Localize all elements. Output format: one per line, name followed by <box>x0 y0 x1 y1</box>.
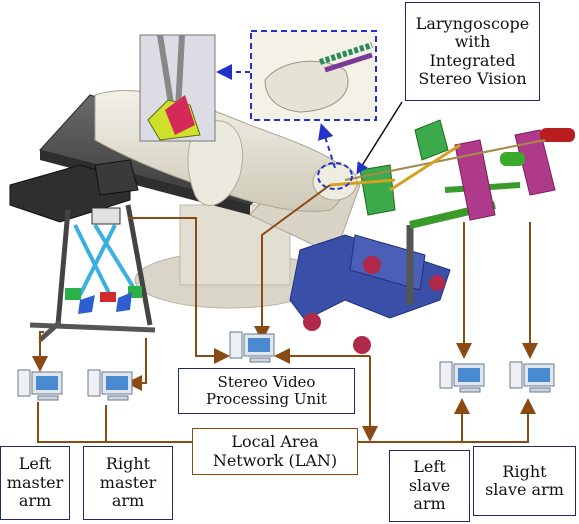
laryngoscope-label: Laryngoscope with Integrated Stereo Visi… <box>405 2 540 101</box>
lan-label: Local Area Network (LAN) <box>192 428 358 475</box>
computer-icon <box>87 369 133 401</box>
slave-robot <box>289 119 575 354</box>
right-master-arm-label: Right master arm <box>83 446 173 520</box>
stereo-video-unit-label: Stereo Video Processing Unit <box>178 368 355 414</box>
master-console <box>9 159 156 342</box>
computer-icon <box>229 331 275 363</box>
laryngoscope-pointer <box>356 101 403 175</box>
computer-icon <box>509 361 555 393</box>
network-connectors <box>32 184 538 443</box>
right-slave-arm-label: Right slave arm <box>473 446 576 516</box>
callout-inset-mouth <box>250 30 377 121</box>
callout-circle <box>317 162 353 190</box>
computer-icon <box>17 369 63 401</box>
callout-inset-instrument <box>139 34 216 142</box>
callout-arrow-mouth <box>318 123 336 169</box>
computer-icon <box>439 361 485 393</box>
left-slave-arm-label: Left slave arm <box>389 450 470 522</box>
left-master-arm-label: Left master arm <box>0 446 70 520</box>
